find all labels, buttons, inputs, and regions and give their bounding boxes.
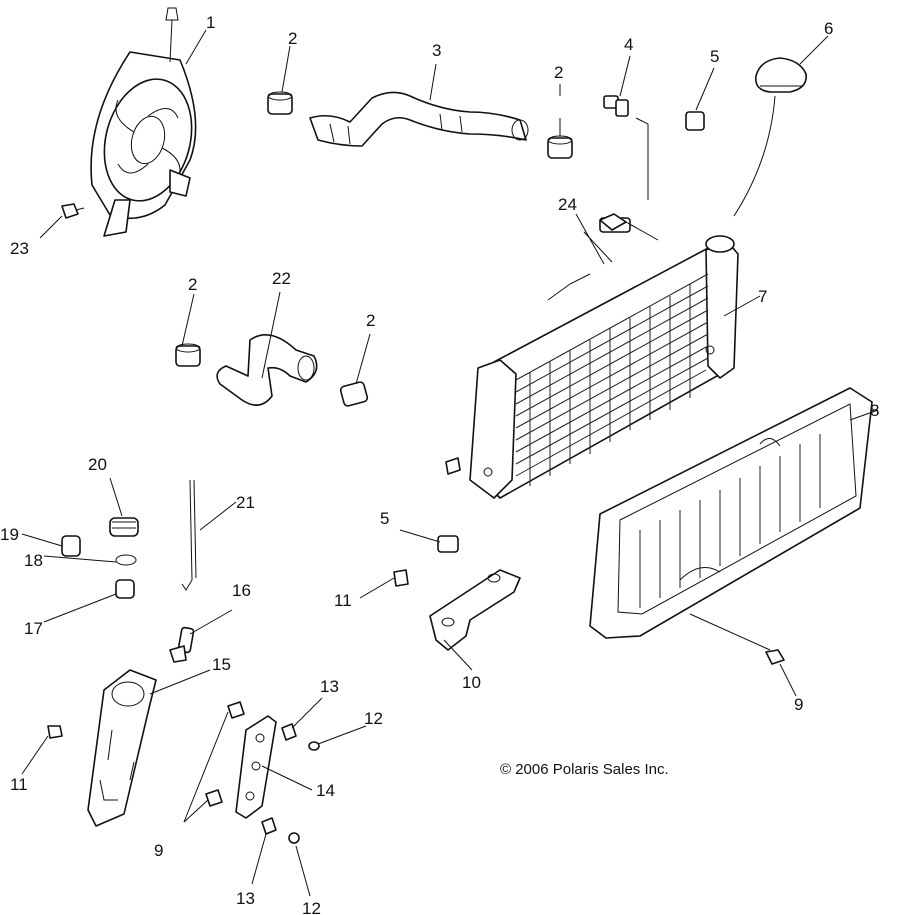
lower-hose-22 — [216, 334, 318, 406]
fan-assembly — [90, 7, 197, 237]
callout-2: 2 — [366, 311, 375, 330]
callout-24: 24 — [558, 195, 577, 214]
sensor-24 — [599, 213, 659, 241]
callout-22: 22 — [272, 269, 291, 288]
nut-9a — [765, 649, 785, 665]
radiator-7 — [445, 217, 739, 499]
callout-12: 12 — [364, 709, 383, 728]
callout-23: 23 — [10, 239, 29, 258]
callout-labels: 1 2 3 2 4 5 6 24 7 8 23 2 22 2 20 21 19 … — [0, 13, 879, 915]
callout-4: 4 — [624, 35, 633, 54]
callout-1: 1 — [206, 13, 215, 32]
callout-18: 18 — [24, 551, 43, 570]
fitting-16 — [169, 626, 195, 663]
callout-21: 21 — [236, 493, 255, 512]
callout-2: 2 — [554, 63, 563, 82]
callout-3: 3 — [432, 41, 441, 60]
callout-12: 12 — [302, 899, 321, 915]
grommet-13b — [261, 817, 277, 835]
callout-6: 6 — [824, 19, 833, 38]
radiator-cap-6 — [754, 57, 807, 93]
tube-19 — [61, 535, 81, 557]
reservoir-15 — [87, 669, 157, 827]
callout-16: 16 — [232, 581, 251, 600]
callout-11: 11 — [10, 775, 28, 794]
bolt-11a — [393, 569, 409, 587]
radiator-shroud-8 — [589, 387, 873, 639]
hose-clamp-2c — [175, 343, 201, 367]
cap-20 — [109, 517, 139, 537]
hose-clamp-2d — [339, 381, 369, 407]
nut-9b — [227, 701, 245, 719]
callout-13: 13 — [236, 889, 255, 908]
sensor-4 — [603, 95, 629, 117]
o-ring-18 — [115, 554, 137, 566]
hose-clamp-2a — [267, 91, 293, 115]
callout-7: 7 — [758, 287, 767, 306]
plug-5b — [437, 535, 459, 553]
callout-20: 20 — [88, 455, 107, 474]
callout-14: 14 — [316, 781, 335, 800]
callout-13: 13 — [320, 677, 339, 696]
plug-5a — [685, 111, 705, 131]
copyright-notice: © 2006 Polaris Sales Inc. — [500, 761, 669, 778]
leader-lines — [21, 29, 879, 897]
callout-8: 8 — [870, 401, 879, 420]
callout-10: 10 — [462, 673, 481, 692]
hose-clamp-2b — [547, 135, 573, 159]
upper-hose — [309, 91, 529, 147]
spacer-12b — [288, 832, 300, 844]
bolt-11b — [47, 725, 63, 739]
bracket-14 — [235, 715, 277, 819]
callout-15: 15 — [212, 655, 231, 674]
callout-5: 5 — [380, 509, 389, 528]
callout-11: 11 — [334, 591, 352, 610]
callout-2: 2 — [188, 275, 197, 294]
sleeve-17 — [115, 579, 135, 599]
tube-21 — [181, 479, 197, 591]
callout-5: 5 — [710, 47, 719, 66]
callout-19: 19 — [0, 525, 19, 544]
callout-9: 9 — [794, 695, 803, 714]
callout-9: 9 — [154, 841, 163, 860]
bolt-23 — [61, 203, 85, 219]
callout-17: 17 — [24, 619, 43, 638]
callout-2: 2 — [288, 29, 297, 48]
bracket-10 — [429, 569, 521, 651]
nut-9c — [205, 789, 223, 807]
spacer-12a — [308, 741, 320, 751]
